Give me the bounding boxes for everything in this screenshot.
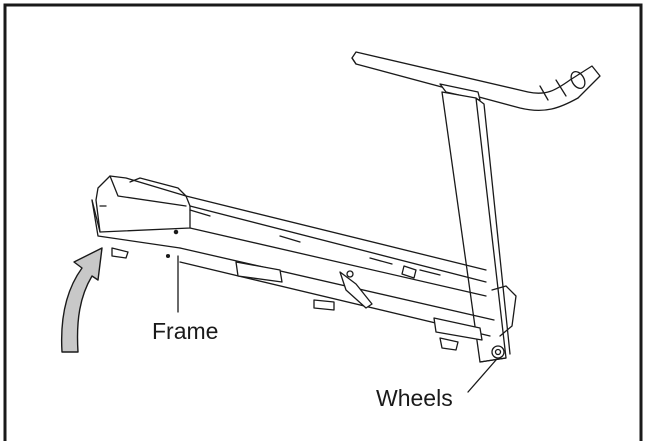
wheels-label: Wheels — [376, 385, 453, 411]
upright-post — [441, 91, 511, 363]
lift-arrow-icon — [60, 247, 103, 353]
handrail — [351, 51, 601, 112]
deck-frame — [91, 175, 517, 359]
diagram-border — [3, 3, 643, 441]
frame-label: Frame — [152, 318, 218, 344]
wheels-leader-line — [467, 359, 497, 393]
